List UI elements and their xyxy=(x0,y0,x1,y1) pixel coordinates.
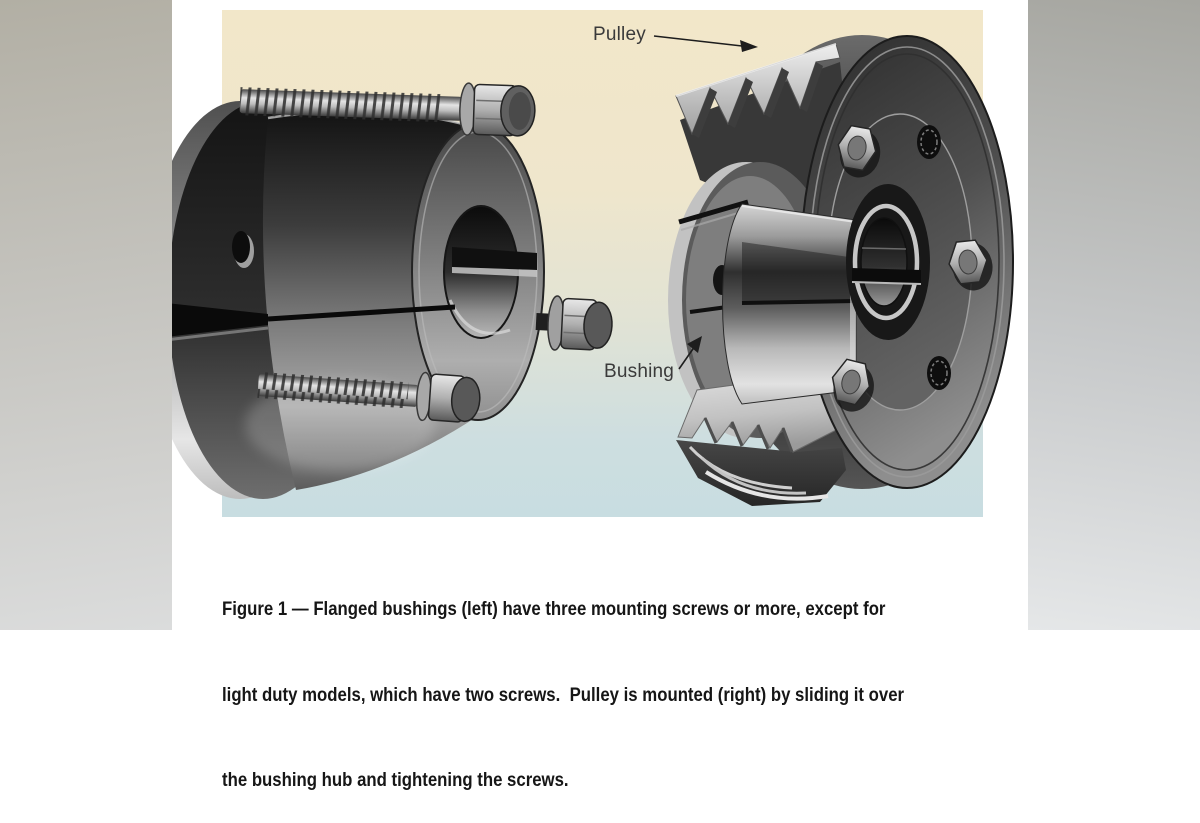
pulley-center-bore xyxy=(846,184,930,340)
pulley-bolt-lower xyxy=(831,358,874,412)
machinery-clip-group xyxy=(172,35,1014,506)
pulley-label: Pulley xyxy=(593,24,646,45)
mounting-screw-side xyxy=(535,295,613,351)
pulley-leader-line xyxy=(653,35,758,52)
bushing-split-line xyxy=(172,303,456,341)
caption-line-2: light duty models, which have two screws… xyxy=(222,683,905,706)
bushing-keyway xyxy=(452,247,537,277)
pulley-threaded-hole-lower xyxy=(927,356,951,390)
bushing-leader-line xyxy=(678,336,702,370)
pulley-assembly xyxy=(668,35,1014,506)
mounting-screw-top xyxy=(239,82,536,137)
figure-caption: Figure 1 — Flanged bushings (left) have … xyxy=(222,538,979,823)
pulley-threaded-hole-upper xyxy=(917,125,941,159)
mounting-screw-bottom xyxy=(257,371,481,423)
bushing-label: Bushing xyxy=(604,361,675,382)
caption-line-3: the bushing hub and tightening the screw… xyxy=(222,769,569,791)
caption-line-1: Figure 1 — Flanged bushings (left) have … xyxy=(222,598,886,620)
pulley-bolt-right xyxy=(948,239,993,291)
bushing-hub xyxy=(722,203,857,405)
pulley-grooves-top xyxy=(675,43,841,138)
flanged-bushing xyxy=(172,82,613,499)
pulley-bolt-upper xyxy=(837,124,881,178)
letterbox-left xyxy=(0,0,172,630)
machinery-illustration xyxy=(172,35,1014,506)
letterbox-right xyxy=(1028,0,1200,630)
